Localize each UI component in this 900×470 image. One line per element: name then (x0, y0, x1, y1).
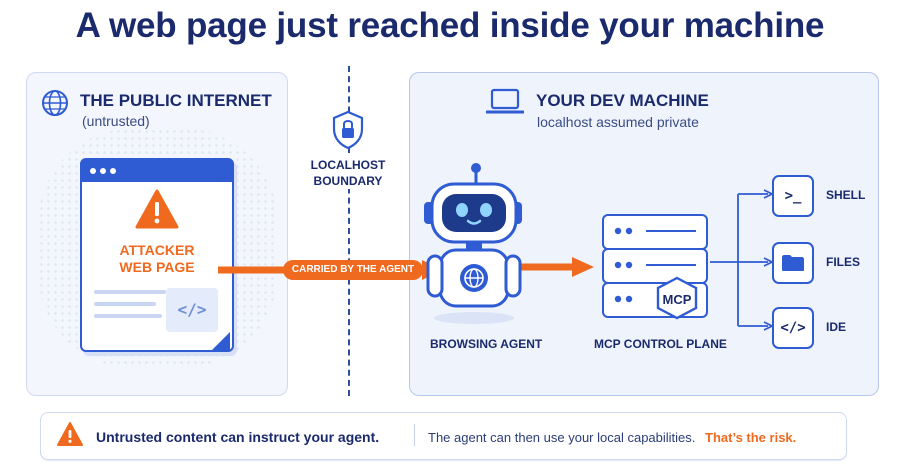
globe-icon (42, 90, 68, 116)
browser-titlebar (82, 160, 232, 182)
robot-agent-icon (424, 163, 522, 324)
localhost-boundary-line (348, 66, 350, 396)
capability-shell-label: SHELL (826, 188, 866, 202)
boundary-label-line2: BOUNDARY (313, 174, 383, 188)
arrowhead-icon (572, 257, 594, 277)
browsing-agent-label: BROWSING AGENT (430, 337, 543, 351)
footer-risk-text: That’s the risk. (705, 430, 797, 445)
footer-divider (414, 424, 415, 446)
shield-lock-icon (332, 110, 364, 150)
window-dot (110, 168, 116, 174)
mcp-control-plane-label: MCP CONTROL PLANE (594, 337, 727, 351)
boundary-label: LOCALHOST BOUNDARY (300, 157, 396, 189)
carried-by-agent-pill: CARRIED BY THE AGENT (283, 260, 423, 280)
capability-connectors (710, 189, 775, 331)
page-curl-icon (212, 332, 230, 350)
attacker-label-line2: WEB PAGE (119, 259, 195, 275)
public-internet-heading: THE PUBLIC INTERNET (80, 91, 272, 110)
dev-machine-subheading: localhost assumed private (537, 114, 699, 130)
warning-triangle-icon (135, 189, 179, 229)
page-title: A web page just reached inside your mach… (75, 6, 825, 45)
risk-footer (40, 412, 847, 460)
warning-icon (57, 422, 83, 446)
text-line (94, 290, 166, 294)
footer-detail-text: The agent can then use your local capabi… (428, 430, 696, 445)
terminal-icon: >_ (772, 175, 814, 217)
capability-files-label: FILES (826, 255, 861, 269)
folder-box (772, 242, 814, 284)
mcp-badge: MCP (662, 292, 692, 307)
attacker-page-label: ATTACKER WEB PAGE (82, 242, 232, 276)
dev-machine-heading: YOUR DEV MACHINE (536, 91, 709, 110)
window-dot (100, 168, 106, 174)
code-icon: </> (772, 307, 814, 349)
attacker-browser-window: ATTACKER WEB PAGE </> (80, 158, 234, 352)
window-dot (90, 168, 96, 174)
footer-warning-text: Untrusted content can instruct your agen… (96, 429, 380, 445)
attacker-label-line1: ATTACKER (119, 242, 195, 258)
laptop-icon (486, 88, 524, 114)
folder-icon (782, 255, 804, 271)
boundary-label-line1: LOCALHOST (310, 158, 386, 172)
capability-ide-label: IDE (826, 320, 847, 334)
code-snippet-icon: </> (166, 288, 218, 332)
public-internet-subheading: (untrusted) (82, 113, 150, 129)
server-details (614, 227, 698, 320)
text-line (94, 314, 162, 318)
text-line (94, 302, 156, 306)
